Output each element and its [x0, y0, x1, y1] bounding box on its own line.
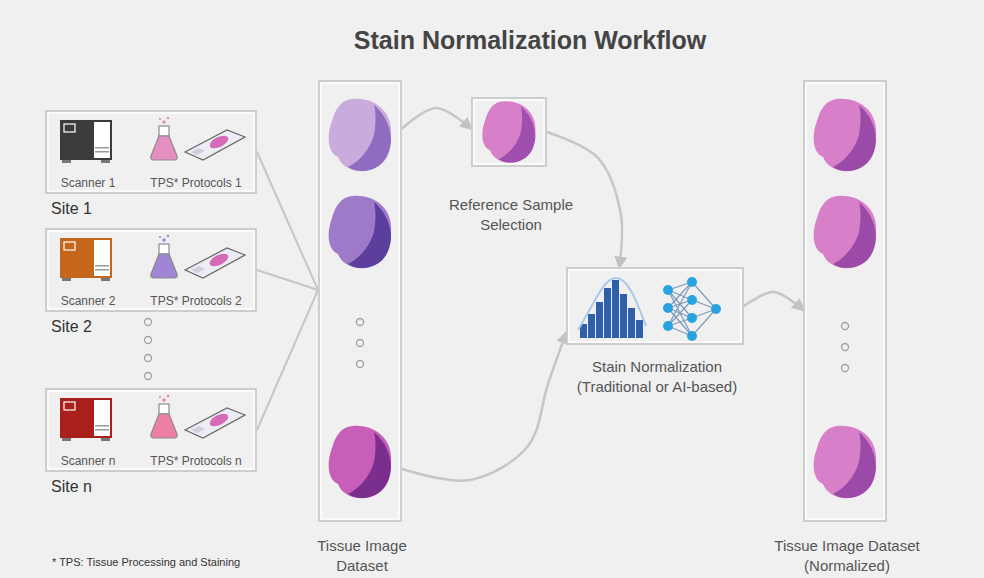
scanner-icon — [60, 120, 112, 163]
device-label: Scanner 2 — [53, 294, 123, 310]
flask-icon — [151, 395, 177, 438]
site-box: Scanner nTPS* Protocols nSite n — [45, 388, 257, 472]
site-label: Site 2 — [51, 317, 92, 338]
protocol-label: TPS* Protocols n — [139, 454, 253, 470]
neural-network-icon — [692, 309, 716, 336]
diagram-title: Stain Normalization Workflow — [300, 26, 760, 55]
connector-line — [257, 152, 318, 290]
tissue-image — [329, 196, 391, 268]
tissue-image — [482, 101, 535, 163]
ellipsis-dots — [357, 361, 364, 368]
neural-network-icon — [711, 304, 721, 314]
protocol-label: TPS* Protocols 2 — [139, 294, 253, 310]
scanner-icon — [60, 398, 112, 441]
ellipsis-dots — [842, 344, 849, 351]
histogram-icon — [578, 278, 646, 330]
histogram-icon — [636, 320, 643, 338]
tissue-image — [814, 426, 876, 498]
connector-line — [257, 290, 318, 430]
dataset-panel: Tissue Image Dataset — [318, 80, 402, 522]
histogram-icon — [596, 302, 603, 338]
flow-arrow — [402, 108, 471, 129]
neural-network-icon — [663, 285, 673, 295]
site-icons — [60, 395, 245, 441]
tissue-image — [348, 202, 391, 268]
scanner-icon — [60, 238, 112, 281]
protocol-label: TPS* Protocols 1 — [139, 176, 253, 192]
tissue-image — [814, 196, 876, 268]
site-label: Site n — [51, 477, 92, 498]
tissue-image — [499, 107, 536, 163]
tissue-image — [329, 196, 391, 268]
flow-arrow — [402, 333, 566, 480]
flask-icon — [151, 235, 177, 278]
ellipsis-dots — [145, 337, 152, 344]
neural-network-icon — [692, 282, 716, 309]
histogram-icon — [628, 308, 635, 338]
flask-icon — [151, 117, 177, 160]
site-label: Site 1 — [51, 199, 92, 220]
tissue-image — [814, 196, 876, 268]
dataset-panel: Tissue Image Dataset (Normalized) — [803, 80, 887, 522]
panel-caption: Stain Normalization (Traditional or AI-b… — [557, 357, 757, 396]
device-label: Scanner n — [53, 454, 123, 470]
neural-network-icon — [663, 277, 721, 341]
device-label: Scanner 1 — [53, 176, 123, 192]
site-icons — [60, 235, 245, 281]
histogram-icon — [612, 280, 619, 338]
ellipsis-dots — [145, 373, 152, 380]
ellipsis-dots — [145, 319, 152, 326]
neural-network-icon — [668, 300, 692, 326]
slide-icon — [185, 130, 245, 160]
panel-caption: Tissue Image Dataset — [307, 536, 417, 575]
neural-network-icon — [687, 331, 697, 341]
slide-icon — [185, 408, 245, 438]
tissue-image — [329, 426, 391, 498]
tissue-image — [814, 99, 876, 171]
site-box: Scanner 2TPS* Protocols 2Site 2 — [45, 228, 257, 312]
tissue-image — [329, 426, 391, 498]
site-icons — [60, 117, 245, 163]
tissue-image — [482, 101, 535, 163]
histogram-icon — [604, 288, 611, 338]
panel-caption: Reference Sample Selection — [443, 195, 579, 234]
ellipsis-dots — [357, 319, 364, 326]
normalization-box: Stain Normalization (Traditional or AI-b… — [566, 267, 744, 345]
ellipsis-dots — [842, 323, 849, 330]
neural-network-icon — [687, 313, 697, 323]
ellipsis-dots — [842, 365, 849, 372]
neural-network-icon — [668, 282, 716, 336]
footnote: * TPS: Tissue Processing and Staining — [52, 556, 240, 568]
histogram-icon — [620, 294, 627, 338]
ellipsis-dots — [357, 340, 364, 347]
panel-caption: Tissue Image Dataset (Normalized) — [761, 536, 933, 575]
connector-line — [257, 270, 318, 290]
slide-icon — [185, 248, 245, 278]
tissue-image — [833, 105, 876, 171]
neural-network-icon — [687, 277, 697, 287]
tissue-image — [814, 426, 876, 498]
histogram-icon — [588, 314, 595, 338]
tissue-image — [814, 99, 876, 171]
neural-network-icon — [663, 303, 673, 313]
site-box: Scanner 1TPS* Protocols 1Site 1 — [45, 110, 257, 194]
neural-network-icon — [663, 321, 673, 331]
reference-box: Reference Sample Selection — [471, 97, 547, 167]
neural-network-icon — [663, 277, 721, 341]
flow-arrow — [744, 292, 803, 310]
histogram-icon — [578, 278, 646, 338]
tissue-image — [348, 432, 391, 498]
ellipsis-dots — [145, 355, 152, 362]
tissue-image — [833, 202, 876, 268]
tissue-image — [348, 105, 391, 171]
neural-network-icon — [687, 295, 697, 305]
tissue-image — [833, 432, 876, 498]
tissue-image — [329, 99, 391, 171]
tissue-image — [329, 99, 391, 171]
